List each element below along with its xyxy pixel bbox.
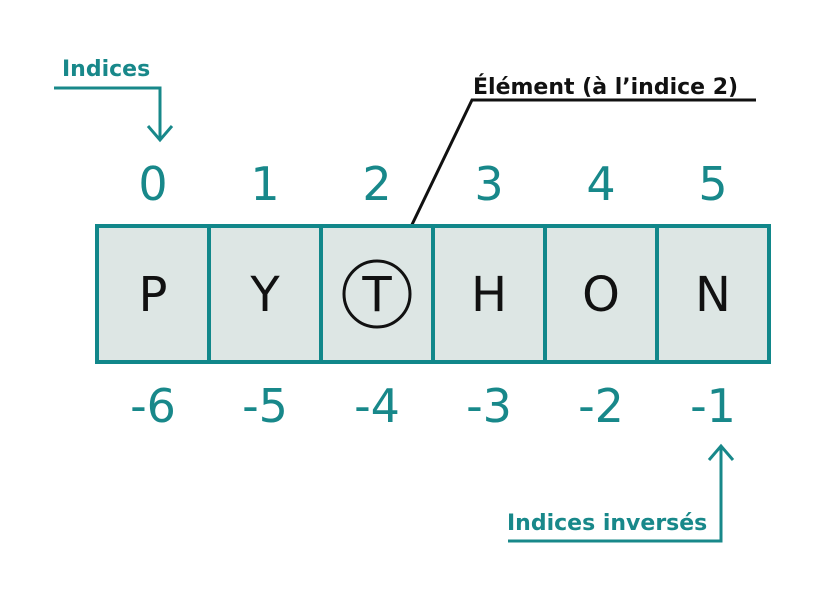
reversed-indices-pointer-line — [508, 446, 723, 543]
reverse-index-label: -5 — [242, 379, 288, 433]
element-pointer-line — [392, 98, 756, 263]
cell-letter: N — [695, 267, 731, 323]
cell-box — [655, 224, 771, 364]
cell-letter: O — [582, 267, 620, 323]
reverse-index-label: -6 — [130, 379, 176, 433]
cell-box — [95, 224, 211, 364]
reverse-index-label: -4 — [354, 379, 400, 433]
index-label: 2 — [362, 157, 391, 211]
reverse-index-row: -6 -5 -4 -3 -2 -1 — [130, 379, 736, 433]
reverse-index-label: -2 — [578, 379, 624, 433]
element-label: Élément (à l’indice 2) — [473, 74, 738, 100]
index-label: 1 — [250, 157, 279, 211]
indices-arrow-icon — [146, 125, 174, 143]
cell-letter: Y — [249, 267, 280, 323]
reversed-indices-label: Indices inversés — [507, 511, 707, 536]
reverse-index-label: -3 — [466, 379, 512, 433]
cell-box — [319, 224, 435, 364]
cell-letter: T — [361, 267, 392, 323]
cell-letter: H — [471, 267, 507, 323]
index-label: 4 — [586, 157, 615, 211]
index-label: 3 — [474, 157, 503, 211]
indices-label: Indices — [62, 57, 150, 82]
reverse-index-label: -1 — [690, 379, 736, 433]
index-label: 5 — [698, 157, 727, 211]
index-row: 0 1 2 3 4 5 — [138, 157, 727, 211]
indices-pointer-line — [54, 86, 162, 140]
cell-box — [207, 224, 323, 364]
highlight-circle — [342, 259, 412, 329]
index-label: 0 — [138, 157, 167, 211]
cell-letter: P — [139, 267, 168, 323]
